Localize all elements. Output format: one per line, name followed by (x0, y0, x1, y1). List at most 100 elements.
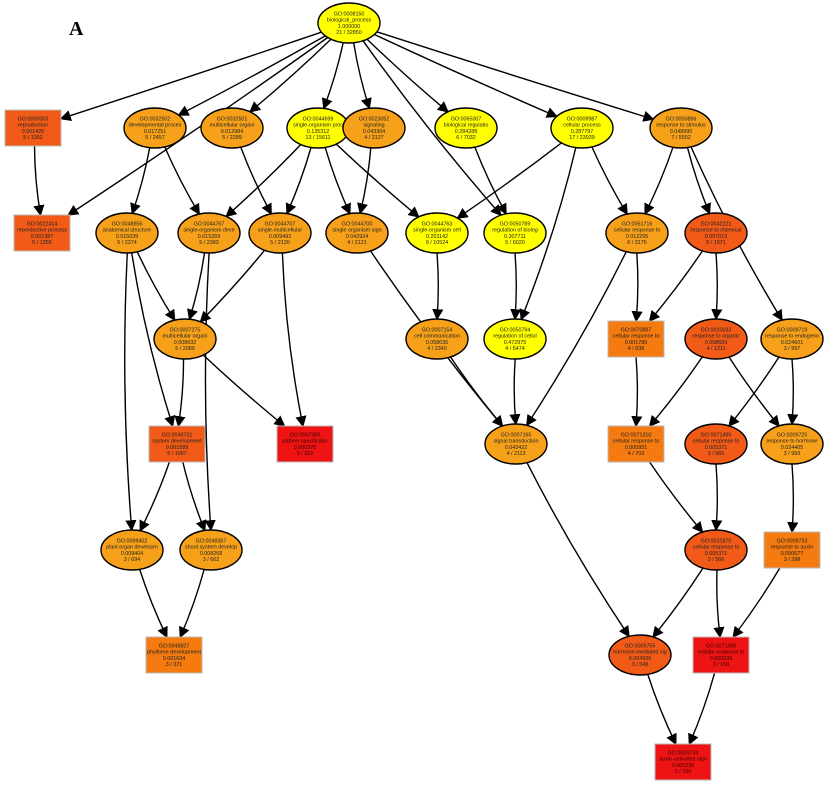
node-pvalue: 0.005371 (705, 551, 727, 557)
node-count: 3 / 662 (203, 557, 220, 563)
node-count: 13 / 15611 (305, 135, 330, 141)
node-ellipse (684, 318, 748, 360)
node-pvalue: 0.004935 (629, 656, 651, 662)
node-id: GO:0071310 (621, 433, 652, 439)
node-ellipse (483, 318, 547, 360)
edge-arrow (519, 147, 577, 321)
edge-arrow (130, 147, 151, 215)
edge-arrow (164, 146, 200, 216)
node-ellipse (484, 423, 548, 465)
node-count: 4 / 703 (628, 451, 645, 457)
node-count: 3 / 566 (708, 451, 725, 457)
node-pvalue: 0.201142 (426, 234, 448, 240)
edge-arrow (644, 147, 674, 215)
node-id: GO:0044763 (422, 222, 453, 228)
edge-arrow (648, 356, 703, 428)
edge-arrow (139, 569, 168, 639)
node-pvalue: 0.058036 (426, 340, 448, 346)
node-id: GO:0051716 (622, 222, 653, 228)
node-term: auxin-activated sign (659, 757, 707, 763)
node-count: 6 / 3175 (627, 240, 646, 246)
node-ellipse (760, 423, 824, 465)
edge-arrow (182, 461, 207, 532)
edge-arrow (362, 40, 502, 217)
node-term: single-organism cell (413, 228, 461, 234)
node-pvalue: 0.001634 (163, 656, 185, 662)
edge-arrow (33, 145, 45, 217)
node-count: 17 / 23939 (569, 135, 594, 141)
node-count: 3 / 997 (784, 346, 801, 352)
node-id: GO:0042221 (701, 222, 732, 228)
node-id: GO:0050789 (500, 222, 531, 228)
node-box (692, 636, 750, 674)
edge-arrow (631, 356, 643, 428)
node-pvalue: 0.000236 (672, 763, 694, 769)
edge-arrow (688, 672, 716, 746)
node-count: 5 / 2289 (222, 135, 241, 141)
node-term: system development (152, 439, 202, 445)
node-box (607, 320, 665, 358)
node-id: GO:0044707 (265, 222, 296, 228)
edge-arrow (174, 358, 186, 428)
node-count: 4 / 2113 (506, 451, 525, 457)
node-count: 6 / 7032 (456, 135, 475, 141)
edge-arrow (335, 143, 420, 218)
node-ellipse (483, 212, 547, 254)
node-id: GO:0010033 (701, 328, 732, 334)
node-count: 9 / 10524 (426, 240, 448, 246)
node-id: GO:0007154 (422, 328, 453, 334)
node-id: GO:0070887 (621, 328, 652, 334)
node-ellipse (100, 529, 164, 571)
edge-arrow (591, 146, 628, 216)
node-term: multicellular organi (163, 334, 208, 340)
node-term: biological regulatio (444, 123, 489, 129)
edge-arrow (686, 147, 711, 215)
node-count: 3 / 190 (675, 769, 692, 775)
node-ellipse (649, 107, 713, 149)
node-pvalue: 0.024601 (781, 340, 803, 346)
edge-arrow (59, 31, 322, 121)
node-pvalue: 0.012295 (626, 234, 648, 240)
edge-arrow (376, 31, 655, 122)
node-box (763, 531, 821, 569)
node-pvalue: 0.043304 (363, 129, 385, 135)
edge-arrow (225, 144, 302, 218)
edge-arrow (202, 354, 286, 427)
node-term: hormone-mediated sig (613, 650, 667, 656)
edge-arrow (124, 252, 137, 532)
node-count: 4 / 1211 (706, 346, 725, 352)
node-id: GO:0048731 (162, 433, 193, 439)
node-ellipse (405, 212, 469, 254)
node-term: single organism sign (332, 228, 381, 234)
node-term: signaling (363, 123, 384, 129)
node-pvalue: 0.307711 (504, 234, 526, 240)
node-count: 3 / 549 (632, 662, 649, 668)
node-box (654, 743, 712, 781)
edge-arrow (787, 358, 799, 426)
node-id: GO:0008150 (334, 12, 365, 18)
edge-arrow (324, 147, 351, 215)
node-id: GO:0048367 (196, 539, 227, 545)
node-term: cellular response to (698, 650, 745, 656)
node-pvalue: 1.000000 (338, 24, 360, 30)
node-term: cellular process (563, 123, 601, 129)
node-pvalue: 0.000370 (294, 445, 316, 451)
